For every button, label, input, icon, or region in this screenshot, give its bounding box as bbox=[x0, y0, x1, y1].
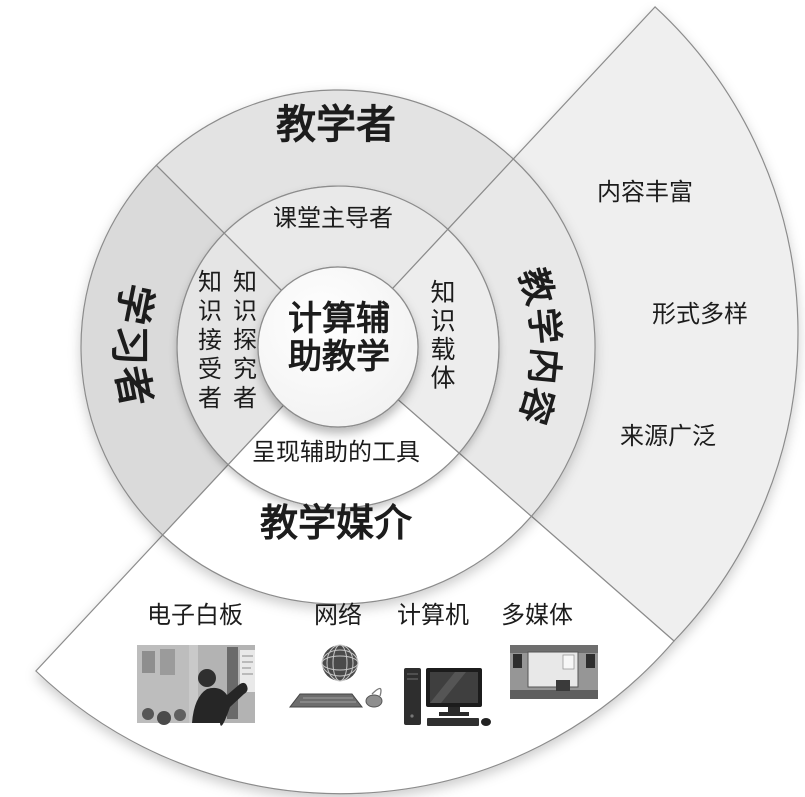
center-circle bbox=[257, 266, 419, 428]
media-item-label-2: 计算机 bbox=[397, 602, 469, 629]
whiteboard-photo bbox=[137, 645, 255, 726]
inner-label-explorer-char-2: 探 bbox=[233, 327, 257, 354]
inner-label-explorer-char-4: 者 bbox=[233, 385, 257, 412]
outer-ring bbox=[80, 89, 596, 605]
inner-label-leader: 课堂主导者 bbox=[273, 205, 393, 232]
inner-label-receiver-char-2: 接 bbox=[198, 327, 222, 354]
inner-label-carrier-char-1: 识 bbox=[430, 308, 455, 336]
media-item-label-0: 电子白板 bbox=[147, 602, 243, 629]
inner-label-carrier-char-0: 知 bbox=[430, 279, 455, 307]
center-label: 计算辅助教学 bbox=[288, 300, 390, 376]
inner-label-receiver-char-4: 者 bbox=[198, 385, 222, 412]
media-photos bbox=[137, 644, 598, 726]
right-fan-label-1: 形式多样 bbox=[652, 301, 748, 328]
center-label-line2: 助教学 bbox=[288, 337, 390, 376]
network-photo bbox=[288, 644, 383, 708]
inner-label-receiver-char-1: 识 bbox=[198, 298, 222, 325]
center-label-line1: 计算辅 bbox=[288, 300, 390, 338]
media-item-label-1: 网络 bbox=[314, 602, 362, 629]
outer-label-teacher: 教学者 bbox=[276, 103, 396, 147]
outer-label-media: 教学媒介 bbox=[260, 502, 413, 545]
inner-label-tool: 呈现辅助的工具 bbox=[252, 439, 420, 466]
inner-ring bbox=[176, 185, 500, 509]
inner-label-explorer-char-0: 知 bbox=[233, 269, 257, 296]
inner-label-receiver-char-0: 知 bbox=[198, 269, 222, 296]
right-fan-label-2: 来源广泛 bbox=[620, 423, 716, 450]
inner-label-explorer-char-1: 识 bbox=[233, 298, 257, 325]
multimedia-photo bbox=[510, 645, 598, 699]
right-fan-label-0: 内容丰富 bbox=[597, 179, 693, 206]
inner-label-receiver-char-3: 受 bbox=[198, 356, 222, 383]
outer-label-learner-text: 学习者 bbox=[107, 280, 155, 414]
inner-label-carrier-char-2: 载 bbox=[430, 336, 455, 364]
inner-label-explorer-char-3: 究 bbox=[233, 356, 257, 383]
inner-label-carrier-char-3: 体 bbox=[430, 365, 455, 393]
outer-label-learner: 学习者 bbox=[107, 280, 159, 414]
computer-photo bbox=[404, 668, 491, 726]
media-item-label-3: 多媒体 bbox=[501, 602, 573, 629]
